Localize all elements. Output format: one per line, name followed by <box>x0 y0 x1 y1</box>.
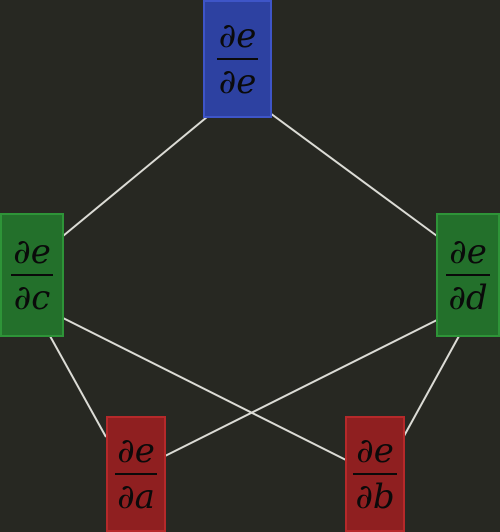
fraction-bar <box>115 473 157 475</box>
fraction-de-dd: ∂e ∂d <box>446 232 490 318</box>
fraction-bar <box>353 473 397 475</box>
node-de-db: ∂e ∂b <box>345 416 405 532</box>
fraction-de-db: ∂e ∂b <box>353 431 397 517</box>
fraction-de-da: ∂e ∂a <box>115 432 157 516</box>
edge-e-c <box>62 116 208 237</box>
node-de-dc: ∂e ∂c <box>0 213 64 337</box>
node-de-de: ∂e ∂e <box>203 0 272 118</box>
numerator: ∂e <box>218 16 257 56</box>
node-de-dd: ∂e ∂d <box>436 213 500 337</box>
numerator: ∂e <box>356 431 394 471</box>
edge-c-b <box>62 317 347 461</box>
denominator: ∂a <box>117 477 155 517</box>
denominator: ∂d <box>448 278 488 318</box>
denominator: ∂b <box>355 477 395 517</box>
edge-c-a <box>49 335 107 438</box>
numerator: ∂e <box>117 431 155 471</box>
edge-d-a <box>164 319 438 457</box>
numerator: ∂e <box>13 232 51 272</box>
fraction-de-de: ∂e ∂e <box>216 16 259 102</box>
fraction-bar <box>446 274 490 276</box>
fraction-bar <box>216 58 259 60</box>
edge-e-d <box>269 112 438 237</box>
fraction-de-dc: ∂e ∂c <box>11 233 53 317</box>
node-de-da: ∂e ∂a <box>106 416 166 532</box>
edge-d-b <box>403 335 460 437</box>
fraction-bar <box>11 274 53 276</box>
denominator: ∂e <box>218 62 257 102</box>
numerator: ∂e <box>449 232 487 272</box>
denominator: ∂c <box>13 278 51 318</box>
